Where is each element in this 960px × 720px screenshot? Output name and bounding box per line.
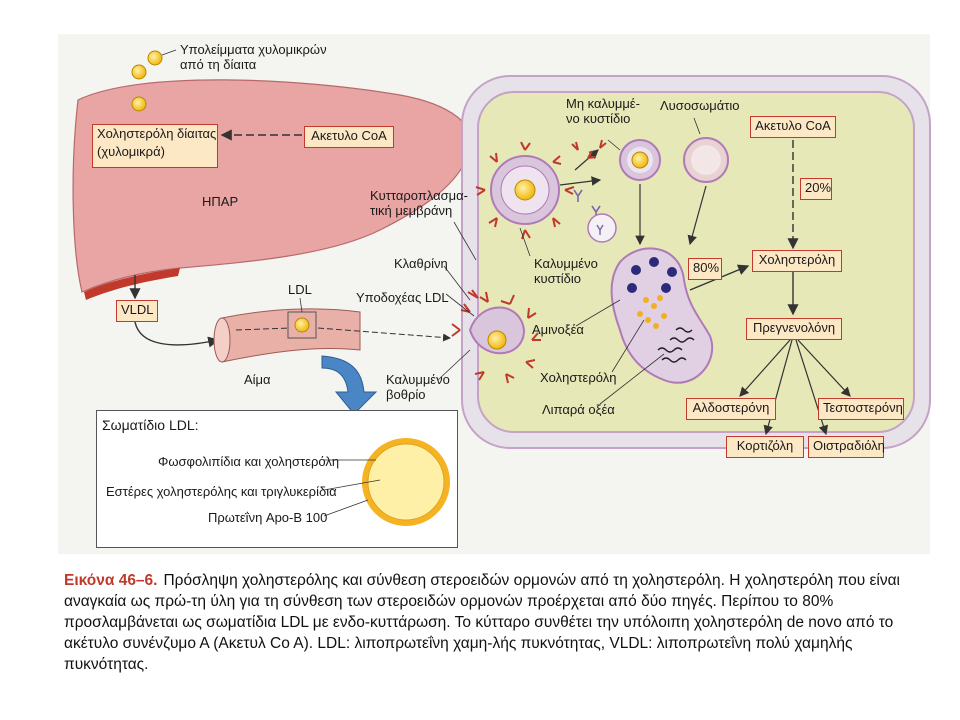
dietary-cholesterol-box: Χοληστερόλη δίαιτας (χυλομικρά) (92, 124, 218, 168)
leader-line (519, 227, 531, 257)
clathrin-coat (451, 289, 541, 384)
leader-line (161, 49, 177, 56)
ldl-in-pit (487, 330, 507, 350)
cortisol-box: Κορτιζόλη (726, 436, 804, 458)
leader-line (611, 319, 645, 373)
ldl-label: LDL (288, 282, 312, 297)
leader-lines-overlay (323, 459, 381, 517)
ldl-receptor-label: Υποδοχέας LDL (356, 290, 449, 305)
ldl-in-uncoated (631, 151, 649, 169)
coated-pit-label: Καλυμμένο βοθρίο (386, 372, 450, 402)
remnant-particle (131, 64, 147, 80)
caption-text: Πρόσληψη χοληστερόλης και σύνθεση στεροε… (64, 572, 900, 673)
testosterone-box: Τεστοστερόνη (818, 398, 904, 420)
pct-20-box: 20% (800, 178, 832, 200)
amino-acid-dot (661, 283, 671, 293)
leader-line (607, 139, 621, 151)
amino-acid-dot (631, 265, 641, 275)
remnant-particle (147, 50, 163, 66)
arrow-vesicle-uncoat (559, 176, 602, 186)
clathrin-label: Κλαθρίνη (394, 256, 448, 271)
lysosome-label: Λυσοσωμάτιο (660, 98, 740, 113)
arrow-vldl-to-blood (134, 321, 220, 348)
leader-line (443, 265, 471, 301)
blood-vessel-end (213, 317, 231, 363)
acetyl-coa-liver-box: Ακετυλο CoA (304, 126, 394, 148)
ldl-in-vesicle (514, 179, 536, 201)
ldl-panel-title: Σωματίδιο LDL: (102, 417, 199, 433)
coated-pit (468, 306, 526, 355)
blood-vessel (221, 308, 361, 363)
figure-caption: Εικόνα 46–6.Πρόσληψη χοληστερόλης και σύ… (64, 570, 924, 675)
arrow-in-vessel (235, 327, 291, 331)
fatty-acids-label: Λιπαρά οξέα (542, 402, 615, 417)
estradiol-box: Οιστραδιόλη (808, 436, 885, 458)
pregnenolone-box: Πρεγνενολόνη (746, 318, 842, 340)
remnants-label: Υπολείμματα χυλομικρών από τη δίαιτα (180, 42, 327, 72)
free-clathrin (571, 139, 607, 159)
arrow-in-vessel (317, 327, 451, 342)
clathrin-coat (475, 141, 575, 240)
acetyl-coa-cell-box: Ακετυλο CoA (750, 116, 836, 138)
amino-acid-dot (649, 257, 659, 267)
liver-blood-vessel (84, 268, 180, 300)
aldosterone-box: Αλδοστερόνη (686, 398, 776, 420)
amino-acids-label: Αμινοξέα (532, 322, 584, 337)
plasma-membrane-label: Κυτταροπλασμα- τική μεμβράνη (370, 188, 468, 218)
leader-line (299, 297, 303, 313)
leader-line (575, 299, 621, 327)
arrow-to-aldosterone (739, 339, 791, 397)
arrow-vesicle-recycle (574, 149, 599, 171)
ldl-esters-label: Εστέρες χοληστερόλης και τριγλυκερίδια (106, 484, 337, 499)
leader-line (453, 221, 477, 261)
amino-acid-dot (667, 267, 677, 277)
pct-80-box: 80% (688, 258, 722, 280)
liver-label: ΗΠΑΡ (202, 194, 239, 209)
blood-label: Αίμα (244, 372, 271, 387)
coated-vesicle-label: Καλυμμένο κυστίδιο (534, 256, 598, 286)
ldl-particle-diagram (362, 438, 450, 526)
leader-line (599, 353, 665, 405)
figure-number: Εικόνα 46–6. (64, 572, 158, 589)
arrow-lysosome-down (687, 185, 707, 246)
remnant-particle (131, 96, 147, 112)
cholesterol-lyso-label: Χοληστερόλη (540, 370, 617, 385)
leader-line (445, 293, 475, 317)
uncoated-vesicle-label: Μη καλυμμέ- νο κυστίδιο (566, 96, 640, 126)
leader-line (437, 349, 471, 381)
amino-acid-dot (627, 283, 637, 293)
cholesterol-box: Χοληστερόλη (752, 250, 842, 272)
vldl-box: VLDL (116, 300, 158, 322)
cholesterol-dots (637, 295, 667, 329)
ldl-protein-label: Πρωτεΐνη Apo-B 100 (208, 510, 328, 525)
fatty-acid-chains (657, 327, 695, 363)
ldl-particle-small (294, 317, 310, 333)
ldl-phospholipids-label: Φωσφολιπίδια και χοληστερόλη (158, 454, 340, 469)
arrow-to-testosterone (797, 339, 851, 397)
leader-line (693, 117, 701, 135)
